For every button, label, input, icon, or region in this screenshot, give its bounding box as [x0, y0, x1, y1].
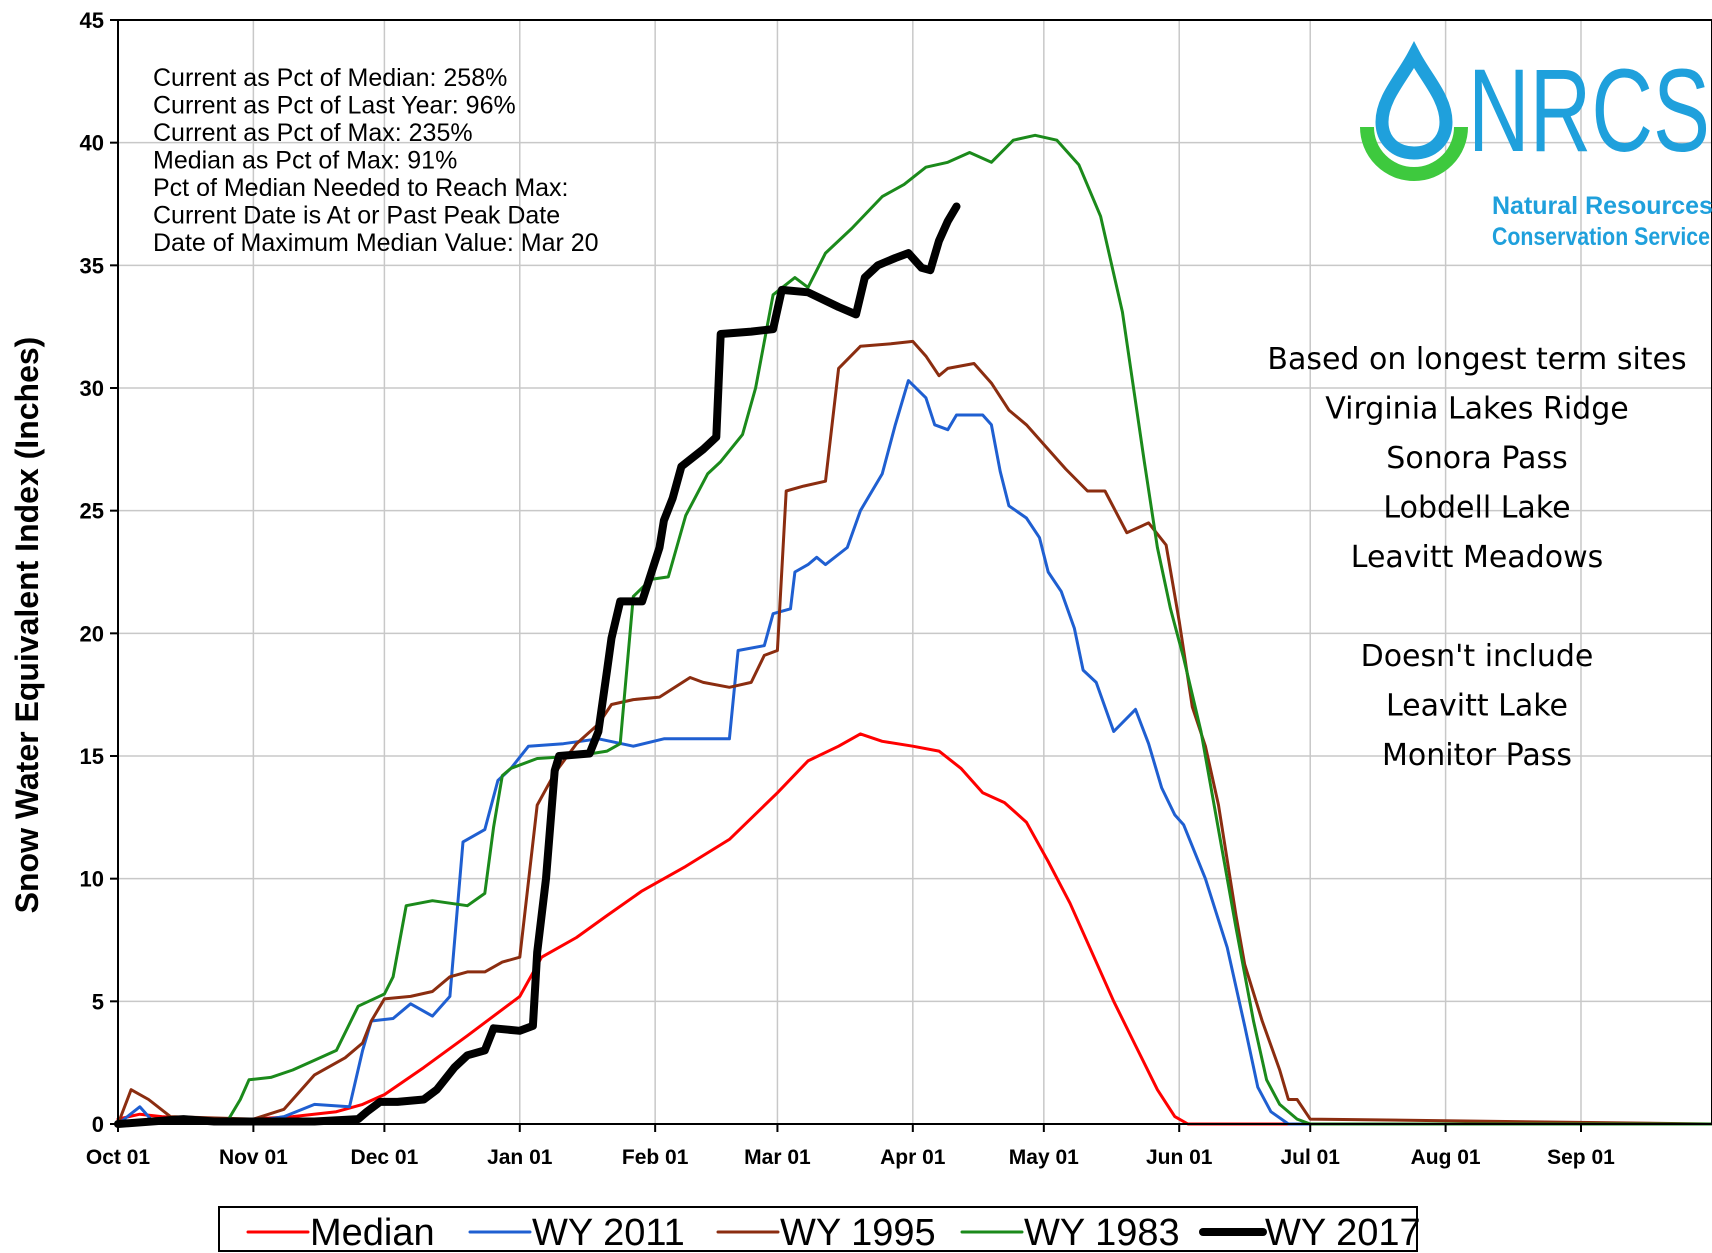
y-tick-label: 25 — [80, 499, 104, 524]
x-tick-label: Jan 01 — [487, 1146, 553, 1169]
logo-line2: Conservation Service — [1492, 223, 1710, 251]
legend-label: WY 1983 — [1024, 1212, 1180, 1253]
stat-line: Pct of Median Needed to Reach Max: — [153, 174, 569, 202]
x-tick-label: Jul 01 — [1280, 1146, 1340, 1169]
logo-acronym: NRCS — [1468, 45, 1710, 177]
x-tick-label: Nov 01 — [219, 1146, 288, 1169]
plot-frame — [117, 19, 1712, 1125]
y-axis-ticks: 0 5 10 15 20 25 30 35 40 45 — [80, 8, 118, 1137]
x-tick-label: Apr 01 — [880, 1146, 946, 1169]
series-line-wy-2011 — [116, 379, 1712, 1126]
stats-block: Current as Pct of Median: 258%Current as… — [153, 64, 599, 257]
stat-line: Current as Pct of Max: 235% — [153, 119, 473, 147]
green-arc-icon — [1360, 126, 1468, 181]
x-tick-label: Feb 01 — [622, 1146, 689, 1169]
site-note: Leavitt Lake — [1386, 689, 1568, 724]
site-note: Sonora Pass — [1386, 441, 1567, 476]
nrcs-logo: NRCS Natural Resources Conservation Serv… — [1360, 40, 1712, 251]
legend-label: Median — [310, 1212, 435, 1253]
x-tick-label: Mar 01 — [744, 1146, 811, 1169]
stat-line: Current Date is At or Past Peak Date — [153, 202, 560, 230]
stat-line: Median as Pct of Max: 91% — [153, 147, 457, 175]
y-tick-label: 5 — [92, 989, 104, 1014]
y-tick-label: 0 — [92, 1112, 104, 1137]
site-note: Monitor Pass — [1382, 738, 1572, 773]
x-tick-label: Dec 01 — [351, 1146, 419, 1169]
stat-line: Date of Maximum Median Value: Mar 20 — [153, 229, 599, 257]
x-tick-label: Jun 01 — [1146, 1146, 1213, 1169]
site-note: Leavitt Meadows — [1351, 540, 1603, 575]
series-line-median — [116, 732, 1712, 1126]
x-tick-label: Oct 01 — [86, 1146, 151, 1169]
legend: Median WY 2011 WY 1995 WY 1983 WY 2017 — [218, 1206, 1421, 1253]
water-drop-icon — [1375, 40, 1453, 160]
stat-line: Current as Pct of Median: 258% — [153, 64, 507, 92]
y-axis-label: Snow Water Equivalent Index (Inches) — [9, 337, 45, 914]
y-tick-label: 40 — [80, 131, 104, 156]
logo-line1: Natural Resources — [1492, 192, 1712, 220]
site-note: Doesn't include — [1361, 639, 1594, 674]
x-tick-label: Sep 01 — [1547, 1146, 1615, 1169]
site-note: Based on longest term sites — [1267, 342, 1686, 377]
legend-label: WY 1995 — [780, 1212, 936, 1253]
site-note: Virginia Lakes Ridge — [1325, 392, 1628, 427]
x-axis-ticks: Oct 01 Nov 01 Dec 01 Jan 01 Feb 01 Mar 01 Apr … — [86, 1124, 1615, 1169]
y-tick-label: 30 — [80, 376, 104, 401]
legend-label: WY 2017 — [1265, 1212, 1421, 1253]
y-tick-label: 20 — [80, 621, 104, 646]
site-note: Lobdell Lake — [1383, 491, 1570, 526]
y-tick-label: 10 — [80, 867, 104, 892]
y-tick-label: 15 — [80, 744, 104, 769]
stat-line: Current as Pct of Last Year: 96% — [153, 92, 516, 120]
legend-label: WY 2011 — [532, 1212, 685, 1253]
x-tick-label: Aug 01 — [1411, 1146, 1481, 1169]
series-layer — [114, 133, 1712, 1128]
series-line-wy-1983 — [116, 133, 1712, 1126]
y-tick-label: 45 — [80, 8, 104, 33]
y-tick-label: 35 — [80, 253, 104, 278]
series-line-wy-2017 — [114, 202, 961, 1128]
x-tick-label: May 01 — [1009, 1146, 1079, 1169]
